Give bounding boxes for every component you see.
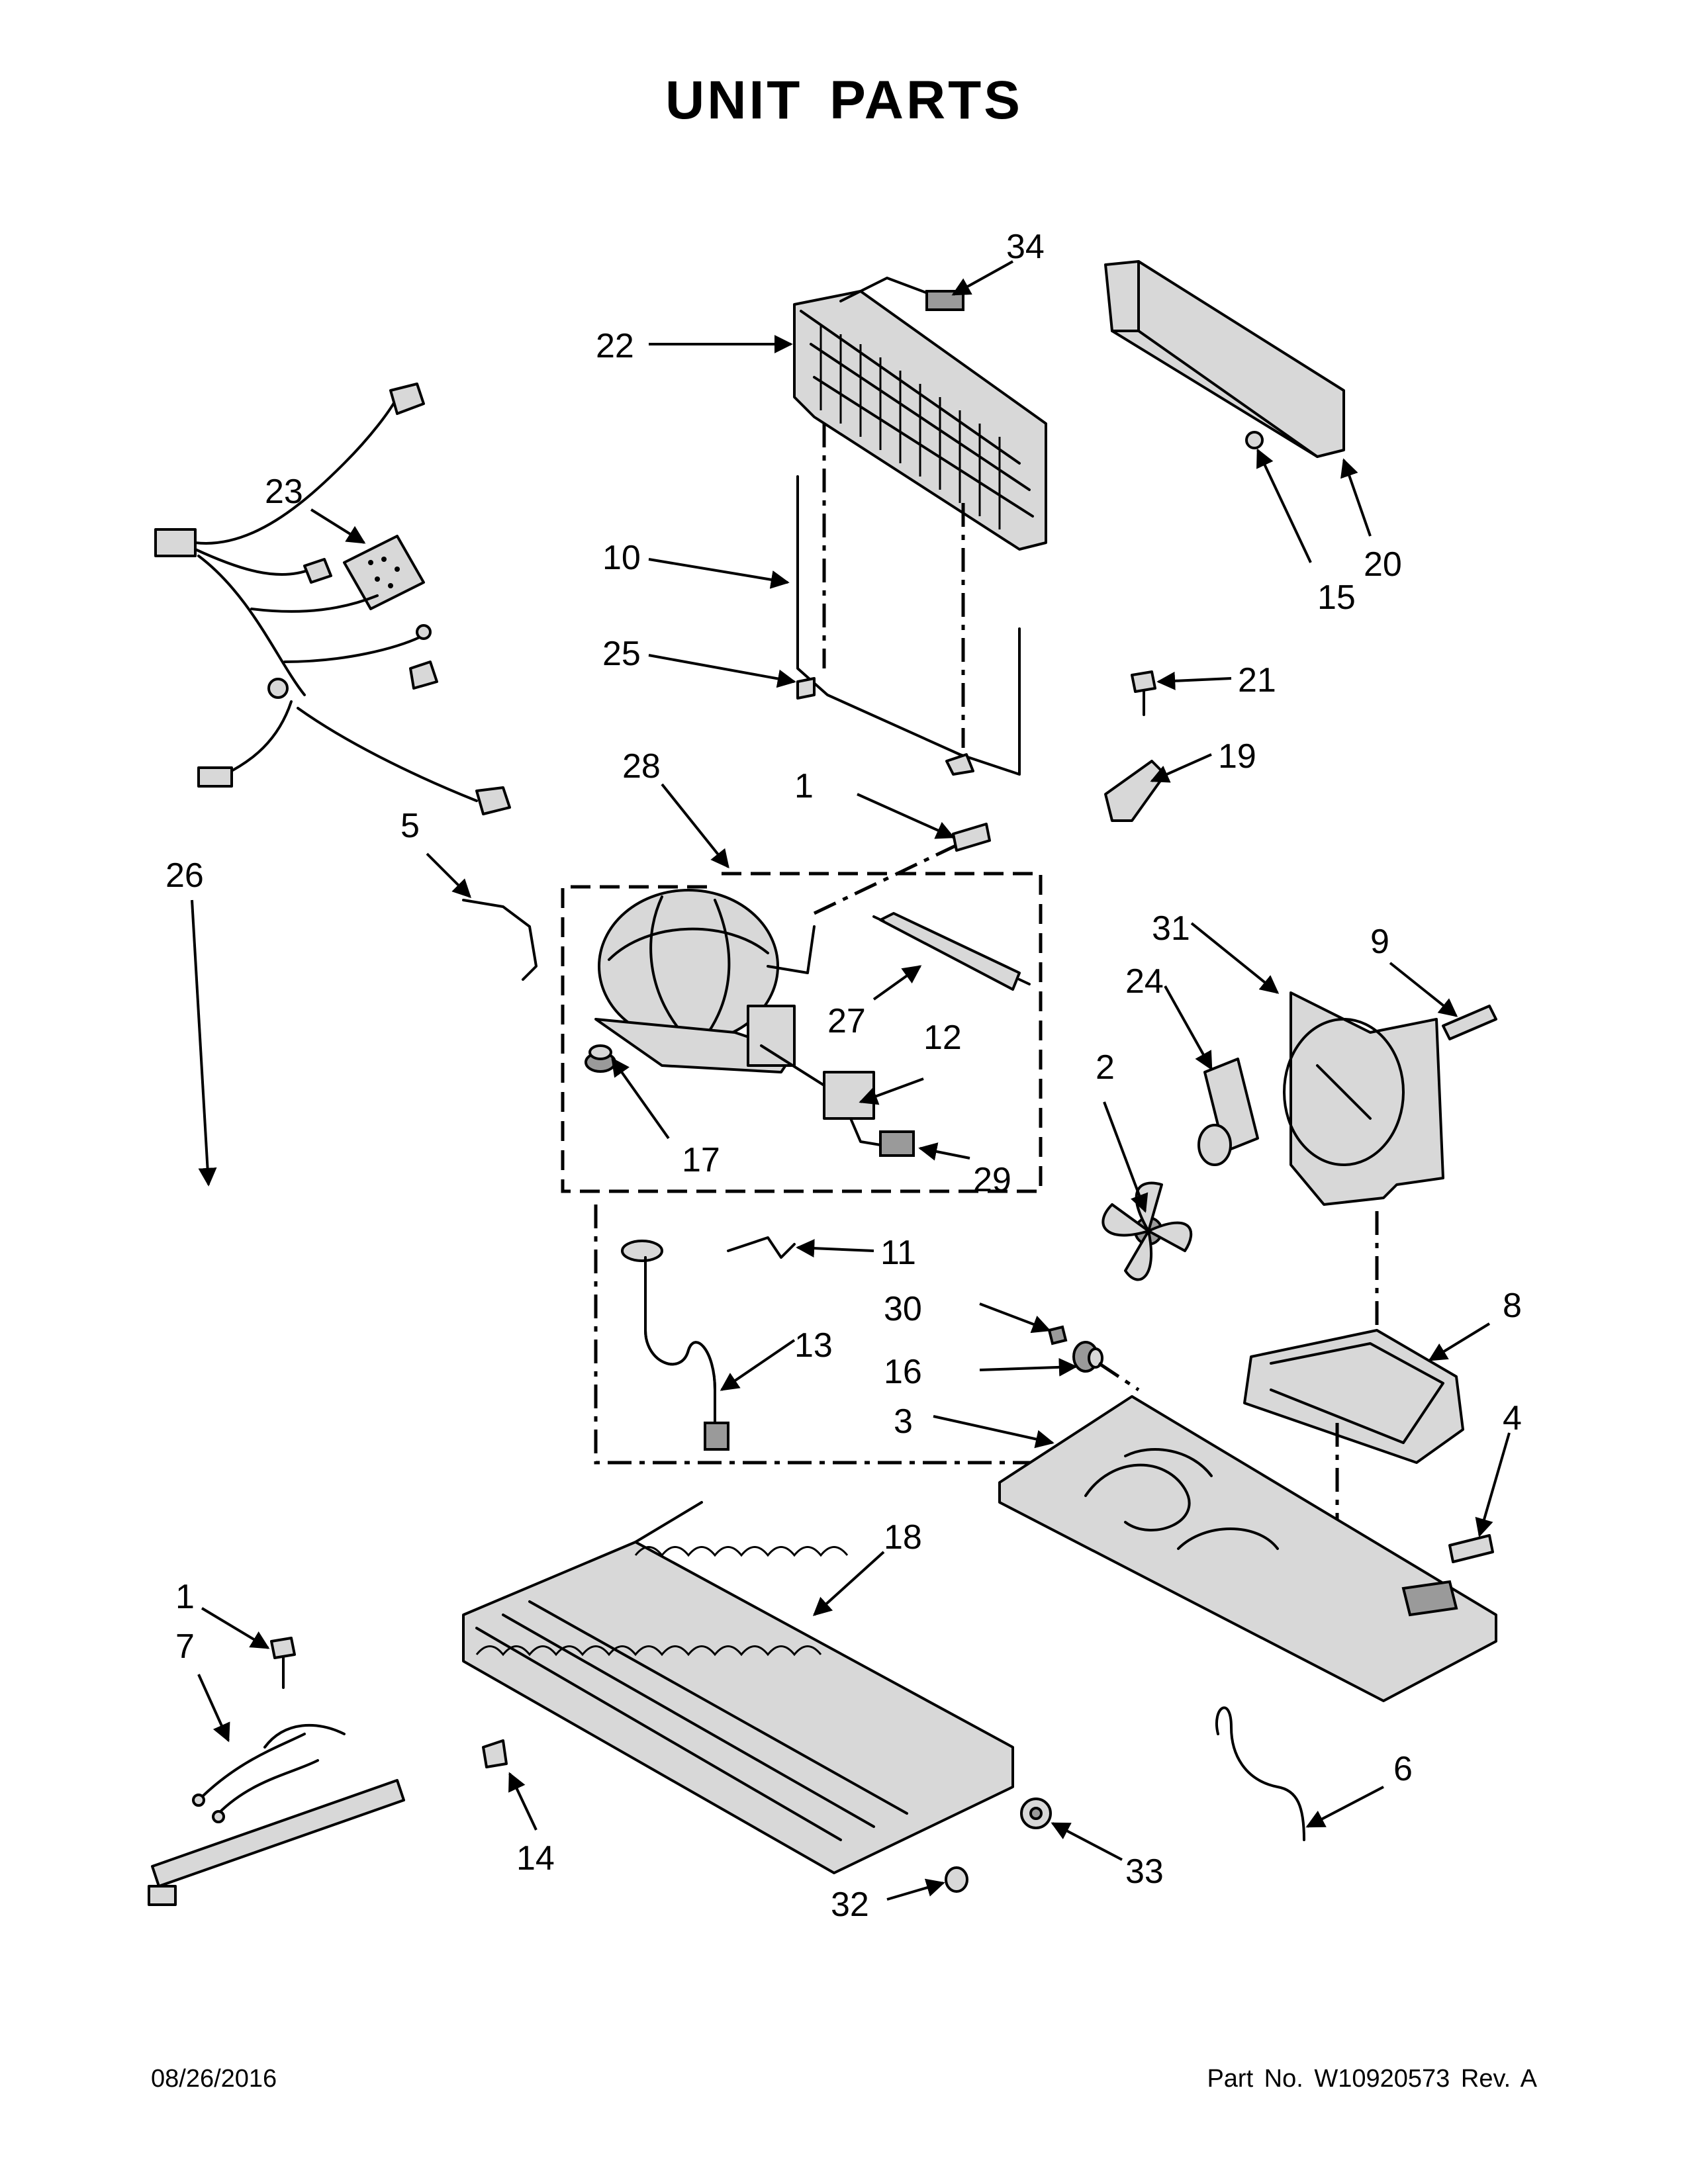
ground-strap-5 [462, 899, 538, 981]
fan-motor-24 [1197, 1058, 1259, 1166]
duct-cover-20 [1104, 260, 1345, 458]
defrost-heater-wire-10 [796, 475, 1021, 776]
callout-32: 32 [831, 1886, 869, 1924]
callout-28: 28 [622, 747, 661, 786]
base-pan-3 [998, 1395, 1497, 1702]
screw-1-lower [270, 1637, 296, 1689]
wire-harness-26 [154, 383, 511, 815]
callout-16: 16 [884, 1353, 922, 1391]
condenser-coil-22 [793, 277, 1047, 551]
callout-24: 24 [1125, 962, 1164, 1001]
callout-1-upper: 1 [794, 767, 814, 805]
callout-1-lower: 1 [175, 1578, 195, 1616]
control-board-23 [343, 535, 425, 610]
callout-13: 13 [794, 1326, 833, 1365]
grommet-17 [585, 1044, 616, 1073]
callout-8: 8 [1503, 1287, 1522, 1325]
callout-labels: 34 22 23 10 25 20 15 21 19 28 1 5 26 27 … [165, 228, 1522, 1924]
grommet-16 [1072, 1341, 1103, 1373]
defrost-heater-harness-7 [148, 1723, 405, 1906]
footer-date: 08/26/2016 [151, 2065, 277, 2093]
callout-7: 7 [175, 1627, 195, 1666]
cap-33 [1020, 1797, 1052, 1829]
callout-4: 4 [1503, 1399, 1522, 1437]
plug-32 [945, 1866, 968, 1893]
callout-23: 23 [265, 473, 303, 511]
callout-6: 6 [1393, 1750, 1413, 1788]
callout-9: 9 [1370, 923, 1389, 961]
callout-11: 11 [880, 1234, 916, 1272]
callout-34: 34 [1006, 228, 1045, 266]
callout-22: 22 [596, 327, 634, 365]
bracket-19 [1104, 760, 1166, 822]
callout-33: 33 [1125, 1852, 1164, 1891]
evaporator-coil-18 [462, 1501, 1014, 1874]
callout-18: 18 [884, 1518, 922, 1557]
callout-14: 14 [516, 1839, 555, 1878]
fan-bracket-8 [1243, 1329, 1464, 1464]
connector-29 [849, 1117, 915, 1157]
callout-27: 27 [827, 1002, 866, 1040]
callout-10: 10 [602, 539, 641, 577]
page-title: UNIT PARTS [665, 70, 1023, 130]
callout-15: 15 [1317, 578, 1356, 617]
start-relay-12 [760, 1044, 875, 1120]
screw-1-upper [952, 823, 991, 852]
leader-lines [191, 260, 1511, 1901]
filter-drier-27 [872, 912, 1031, 991]
callout-17: 17 [682, 1141, 720, 1179]
callout-26: 26 [165, 856, 204, 895]
drain-tube-13 [621, 1240, 729, 1451]
callout-25: 25 [602, 635, 641, 673]
compressor [594, 889, 816, 1073]
callout-21: 21 [1238, 661, 1276, 700]
screw-4 [1448, 1534, 1494, 1563]
screw-9 [1442, 1005, 1497, 1040]
callout-20: 20 [1364, 545, 1402, 584]
clip-11 [727, 1236, 796, 1259]
pin-30 [1047, 1325, 1068, 1345]
callout-2: 2 [1096, 1048, 1115, 1087]
callout-5: 5 [400, 807, 420, 845]
fan-blade-2 [1102, 1181, 1193, 1281]
clip-14 [482, 1739, 508, 1768]
callout-30: 30 [884, 1290, 922, 1328]
callout-3: 3 [894, 1402, 913, 1441]
callout-12: 12 [923, 1019, 962, 1057]
clip-15 [1245, 431, 1264, 449]
callout-31: 31 [1152, 909, 1190, 948]
compressor-group-boundary [561, 839, 1053, 1465]
callout-19: 19 [1218, 737, 1256, 776]
footer-part-number: Part No. W10920573 Rev. A [1207, 2065, 1537, 2093]
callout-29: 29 [973, 1161, 1011, 1199]
screw-21 [1131, 670, 1156, 716]
wire-6 [1215, 1706, 1305, 1841]
fan-shroud-31 [1283, 991, 1444, 1206]
